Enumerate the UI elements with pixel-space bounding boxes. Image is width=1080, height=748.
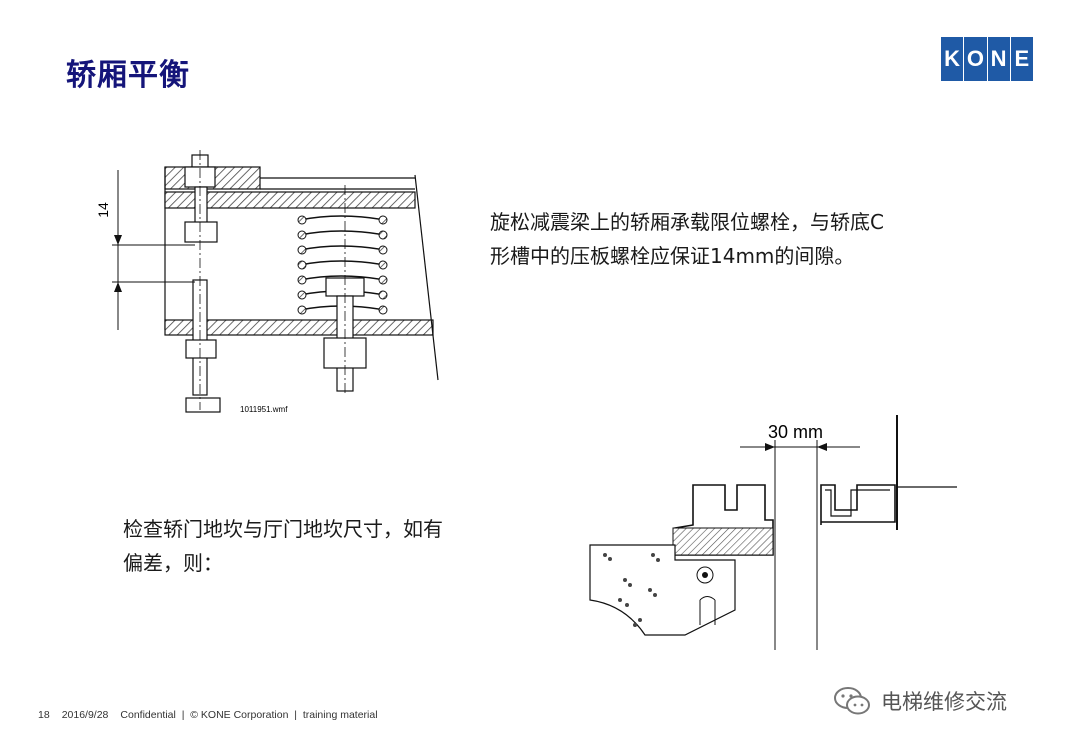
dimension-30mm-label: 30 mm xyxy=(768,422,823,442)
landing-sill xyxy=(820,484,896,525)
note-bottom-line-1: 检查轿门地坎与厅门地坎尺寸，如有 xyxy=(123,517,443,541)
kone-logo: K O N E xyxy=(941,37,1033,81)
spring-bolt-diagram: 14 1011951.wmf xyxy=(95,150,439,414)
lower-plate xyxy=(164,319,434,336)
footer-date: 2016/9/28 xyxy=(61,709,109,721)
watermark: 电梯维修交流 xyxy=(833,681,1007,721)
footer-info: Confidential | © KONE Corporation | trai… xyxy=(120,709,378,721)
note-top-line-1: 旋松减震梁上的轿厢承载限位螺栓，与轿底C xyxy=(490,210,884,234)
logo-letter-n: N xyxy=(987,37,1010,81)
upper-plate xyxy=(164,191,416,209)
note-bottom-line-2: 偏差，则： xyxy=(123,551,223,575)
sill-gap-diagram: 30 mm xyxy=(589,415,957,650)
logo-letter-k: K xyxy=(941,37,964,81)
file-label: 1011951.wmf xyxy=(240,405,288,414)
note-top-line-2: 形槽中的压板螺栓应保证14mm的间隙。 xyxy=(490,244,855,268)
watermark-text: 电梯维修交流 xyxy=(881,690,1007,714)
slide-title: 轿厢平衡 xyxy=(66,58,190,93)
logo-letter-o: O xyxy=(964,37,987,81)
footer: 18 2016/9/28 Confidential | © KONE Corpo… xyxy=(38,709,378,721)
page-number: 18 xyxy=(38,709,50,721)
dimension-14-label: 14 xyxy=(95,202,111,218)
instruction-note-bottom: 检查轿门地坎与厅门地坎尺寸，如有 偏差，则： xyxy=(123,512,543,580)
car-floor xyxy=(589,544,736,636)
chat-bubbles-icon xyxy=(834,687,870,715)
instruction-note-top: 旋松减震梁上的轿厢承载限位螺栓，与轿底C 形槽中的压板螺栓应保证14mm的间隙。 xyxy=(490,205,1010,273)
logo-letter-e: E xyxy=(1010,37,1033,81)
